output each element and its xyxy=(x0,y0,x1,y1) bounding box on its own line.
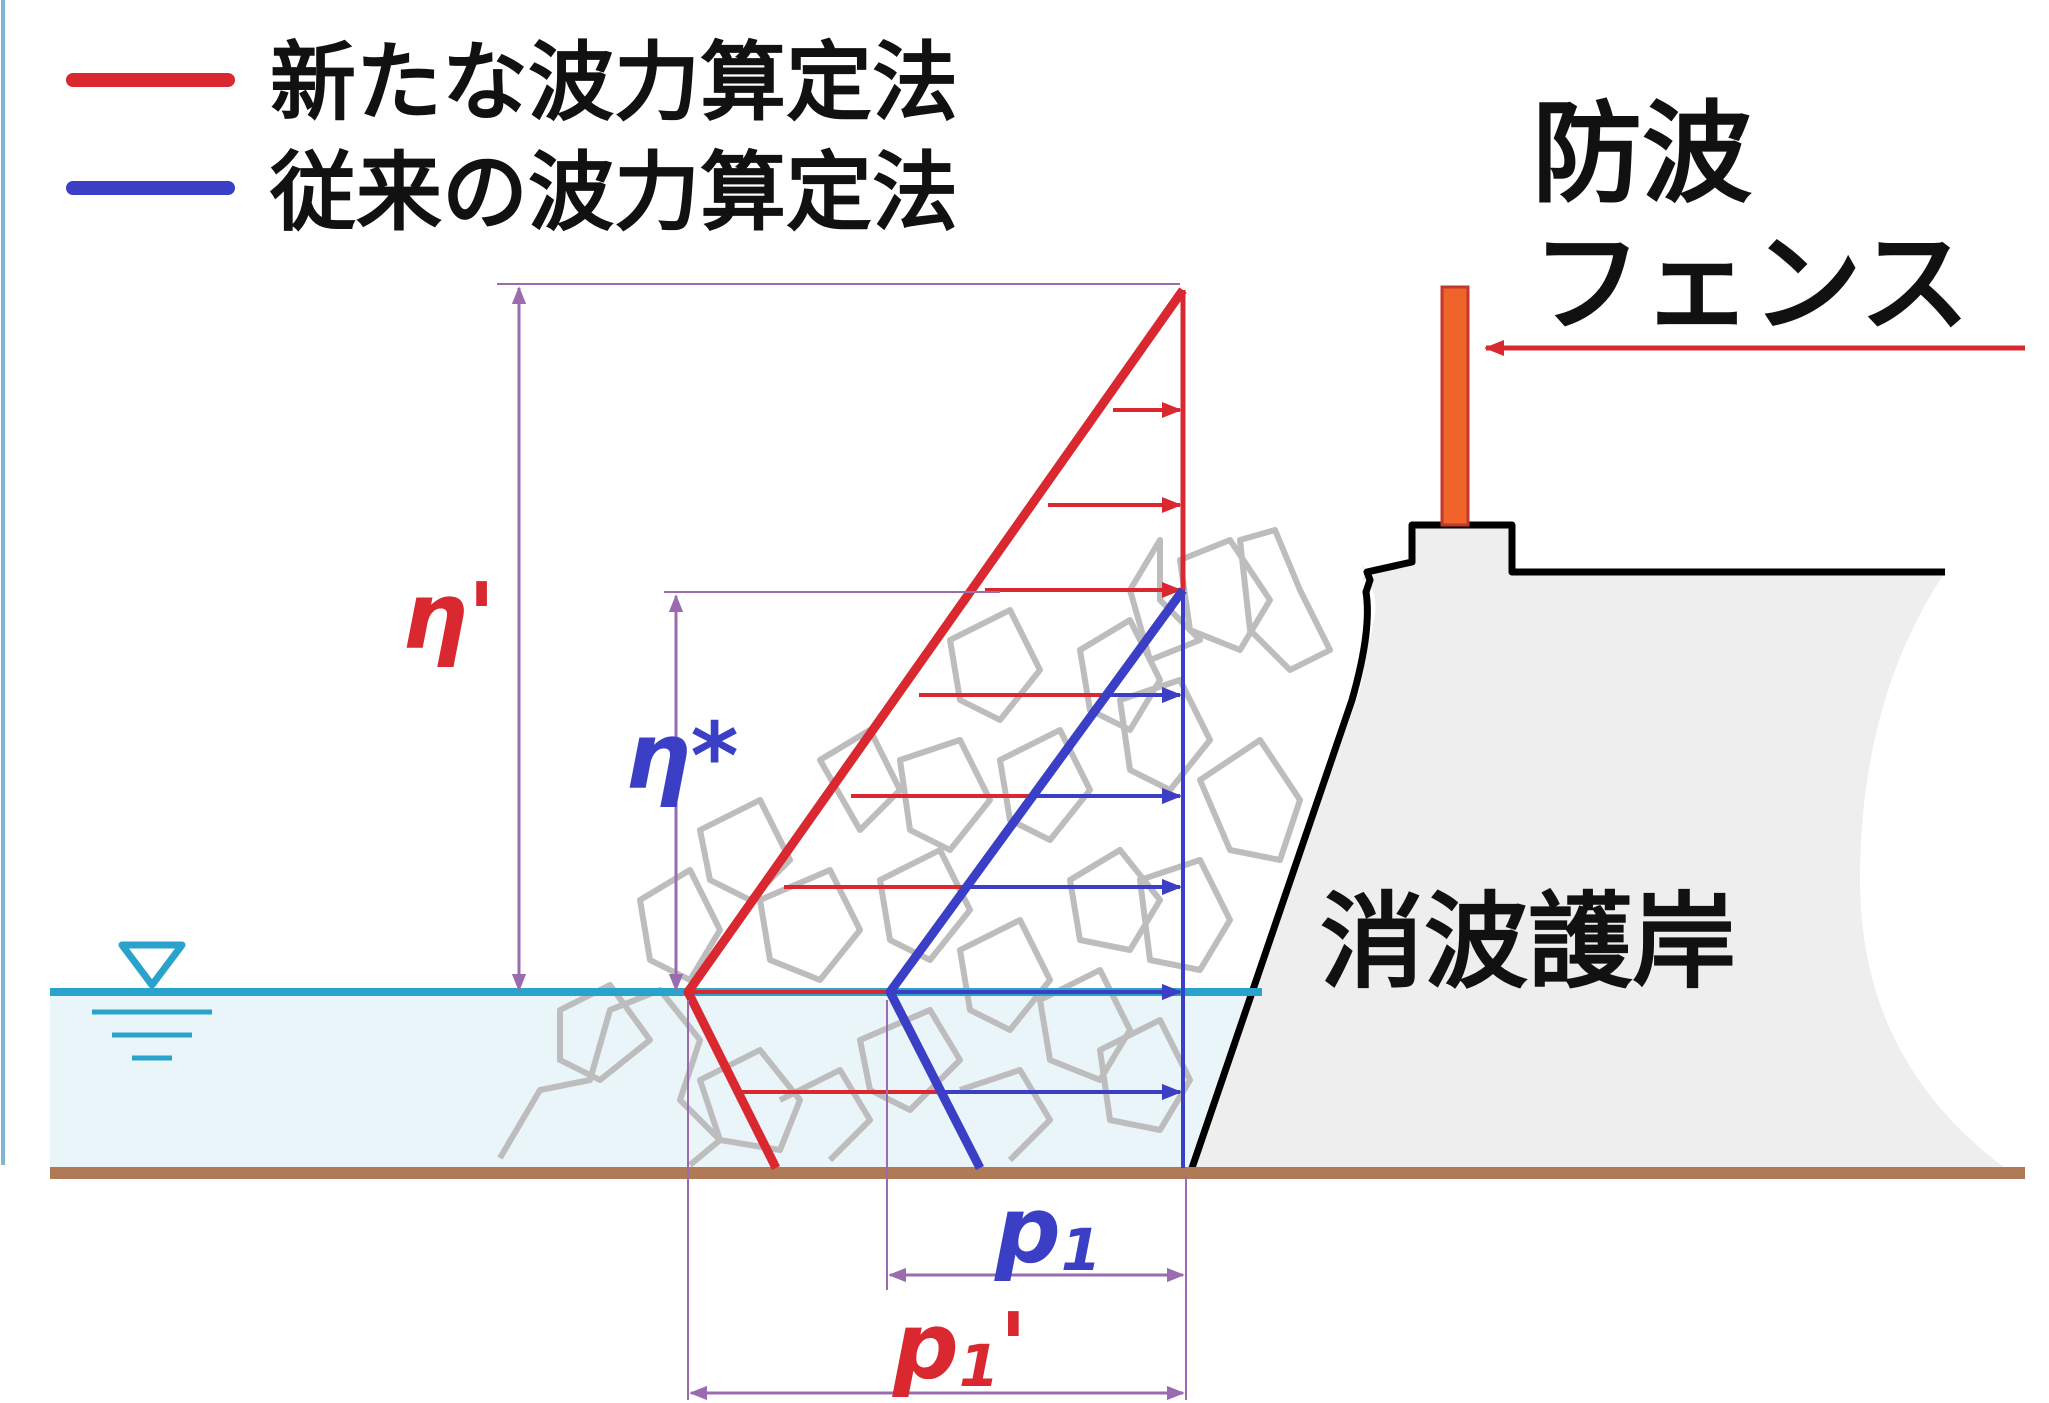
legend: 新たな波力算定法 従来の波力算定法 xyxy=(66,33,958,243)
water-body xyxy=(50,992,1260,1168)
armor-units xyxy=(497,527,1333,1168)
wave-fence-post xyxy=(1440,285,1470,527)
seawall-label: 消波護岸 xyxy=(1320,881,1736,1003)
seawall-outline xyxy=(1188,521,1945,1170)
p1-prime-label: p1' xyxy=(892,1293,1027,1400)
eta-star-label: η* xyxy=(625,703,739,810)
eta-prime-label: η' xyxy=(402,563,496,670)
legend-new-method-label: 新たな波力算定法 xyxy=(270,33,958,133)
old-method-pressure-diagram xyxy=(885,587,1187,1171)
fence-label-line1: 防波 xyxy=(1532,90,1752,218)
water-level-symbol xyxy=(92,941,212,1061)
seawall-body xyxy=(1190,527,2005,1168)
legend-old-method-label: 従来の波力算定法 xyxy=(269,143,958,243)
fence-label-line2: フェンス xyxy=(1532,220,1970,348)
p1-label: p1 xyxy=(994,1177,1101,1284)
dimension-lines xyxy=(497,283,1187,1401)
